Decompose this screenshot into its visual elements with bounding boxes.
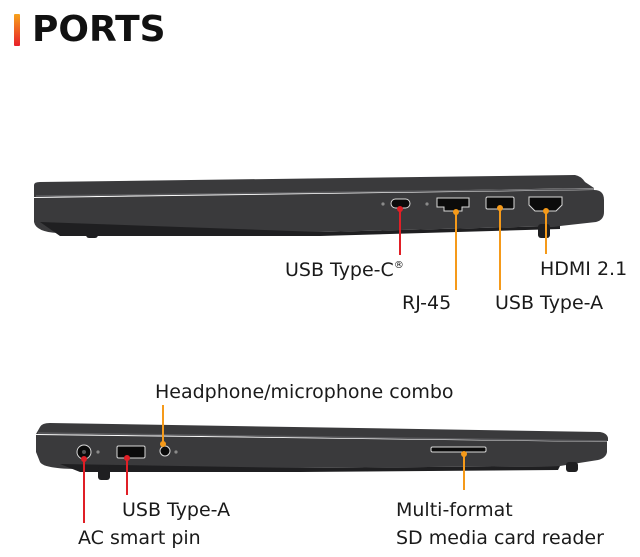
indicator-dot	[174, 450, 178, 454]
label-usb-type-c: USB Type-C®	[285, 259, 404, 281]
callout-dot-usb-a-left	[124, 455, 130, 461]
sd-card-slot	[430, 446, 487, 453]
hdmi-port	[528, 196, 563, 212]
label-rj45: RJ-45	[402, 292, 451, 314]
rj45-port	[436, 197, 470, 212]
indicator-dot	[425, 202, 429, 206]
label-hdmi: HDMI 2.1	[540, 258, 627, 280]
ac-pin-center	[82, 450, 86, 454]
callout-dot-ac-pin	[81, 456, 87, 462]
usb-a-port-left	[116, 445, 146, 459]
page-title: PORTS	[32, 9, 166, 50]
laptop-lid-edge	[37, 432, 608, 442]
label-sd-line2: SD media card reader	[396, 527, 604, 549]
label-usb-type-a-right: USB Type-A	[495, 292, 603, 314]
laptop-foot	[538, 224, 550, 238]
laptop-lid	[34, 175, 594, 197]
indicator-dot	[381, 202, 385, 206]
laptop-right-side-view: USB Type-C® HDMI 2.1 RJ-45 USB Type-A	[34, 175, 627, 314]
laptop-foot	[566, 462, 578, 472]
laptop-base-lower	[60, 464, 560, 472]
laptop-left-side-view: Headphone/microphone combo USB Type-A AC…	[36, 381, 608, 549]
label-headphone-combo: Headphone/microphone combo	[155, 381, 454, 403]
callout-dot-usb-a	[497, 205, 503, 211]
headphone-jack	[159, 445, 171, 457]
laptop-foot	[86, 229, 98, 238]
laptop-foot	[98, 466, 110, 480]
indicator-dot	[96, 450, 100, 454]
callout-dot-usb-c	[397, 206, 403, 212]
callout-dot-headphone	[160, 441, 166, 447]
laptop-lid	[36, 423, 608, 441]
laptop-lid-edge	[35, 188, 595, 197]
callout-dot-rj45	[453, 209, 459, 215]
laptop-base-lower	[40, 222, 560, 236]
label-ac-smart-pin: AC smart pin	[78, 527, 201, 549]
label-sd-line1: Multi-format	[396, 499, 513, 521]
label-usb-type-a-left: USB Type-A	[122, 499, 230, 521]
callout-dot-hdmi	[543, 208, 549, 214]
callout-dot-sd	[461, 451, 467, 457]
accent-bar	[14, 14, 20, 46]
